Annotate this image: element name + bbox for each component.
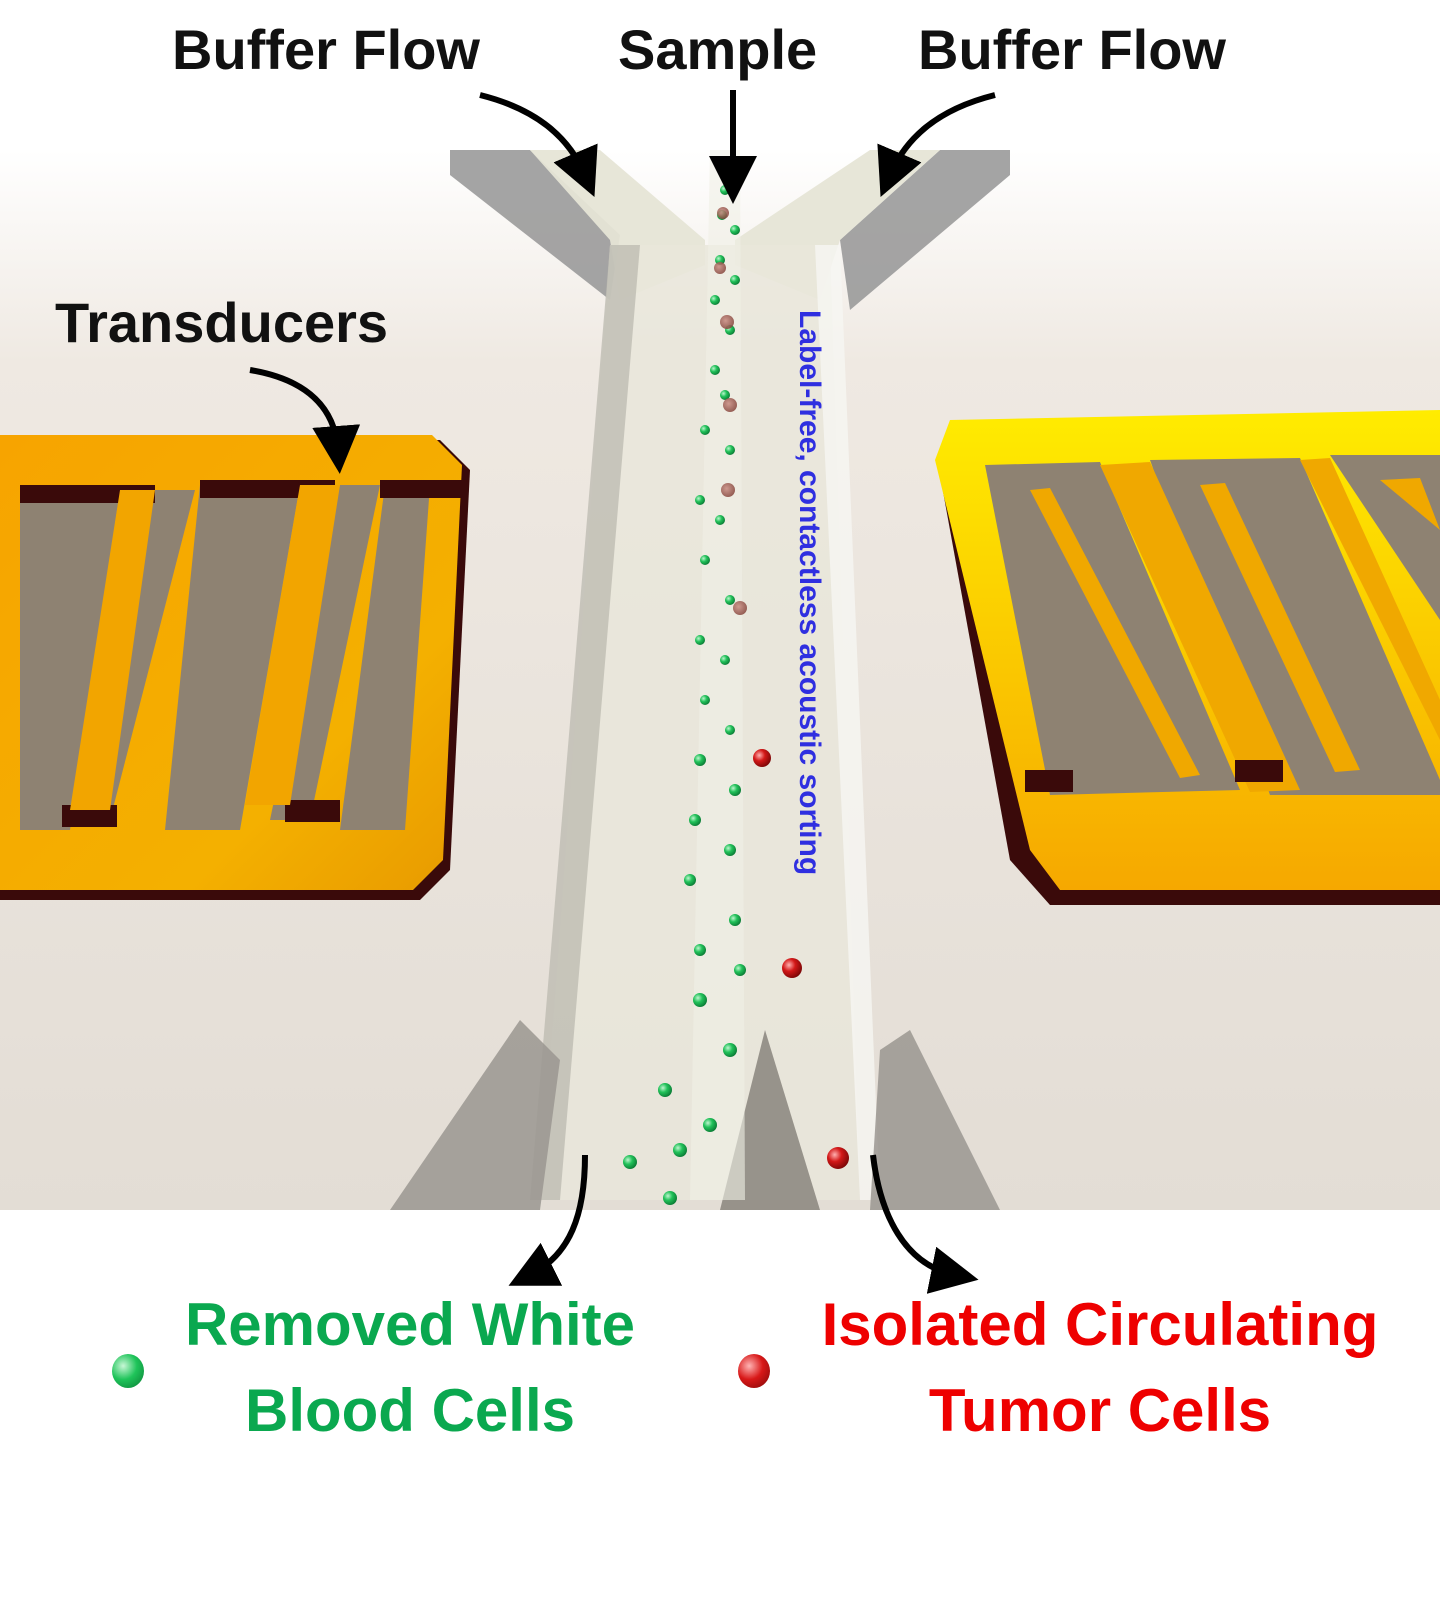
buffer-flow-left-label: Buffer Flow [172, 18, 480, 81]
ctc-legend-icon [738, 1354, 770, 1388]
transducers-label: Transducers [55, 291, 389, 354]
sample-label: Sample [618, 18, 818, 81]
ctc-legend-label: Isolated Circulating Tumor Cells [821, 1291, 1379, 1444]
wbc-legend-icon [112, 1354, 144, 1388]
arrows [249, 90, 996, 1294]
wbc-legend-label: Removed White Blood Cells [184, 1291, 636, 1444]
arrow-transducers [249, 367, 361, 474]
right-transducer [935, 410, 1440, 905]
arrow-buffer-right [877, 92, 996, 198]
arrow-wbc-outlet [508, 1154, 588, 1286]
buffer-flow-right-label: Buffer Flow [918, 18, 1226, 81]
left-transducer [0, 435, 470, 900]
arrow-ctc-outlet [870, 1154, 979, 1294]
channel-annotation: Label-free, contactless acoustic sorting [793, 310, 826, 876]
arrow-buffer-left [479, 92, 598, 198]
cells [623, 185, 849, 1205]
